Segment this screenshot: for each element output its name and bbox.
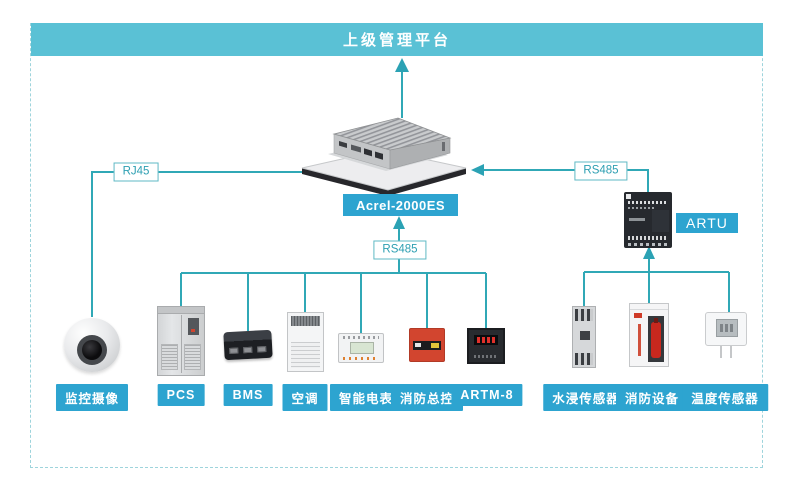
fire-cabinet-logo xyxy=(634,313,642,318)
artm-8-display xyxy=(474,335,498,345)
fire-equipment-device-image xyxy=(629,303,669,367)
management-platform-bar: 上级管理平台 xyxy=(31,23,763,56)
label-text: 消防设备 xyxy=(624,392,680,406)
device-label-water-leak-sensor: 水浸传感器 xyxy=(543,384,629,411)
artu-led-row xyxy=(628,207,656,209)
rs485-down-text: RS485 xyxy=(382,243,418,256)
device-label-fire-master-control: 消防总控 xyxy=(390,384,464,411)
artm-8-led-row xyxy=(474,355,498,358)
label-text: PCS xyxy=(166,388,196,402)
bms-port-icon xyxy=(257,346,267,353)
pcs-vent-right xyxy=(184,344,201,370)
pcs-device-image xyxy=(157,306,205,376)
meter-terminals-top xyxy=(343,336,379,339)
artu-corner-led xyxy=(626,194,631,199)
management-platform-title: 上级管理平台 xyxy=(342,32,451,49)
pcs-vent-left xyxy=(161,344,178,370)
rs485-right-text: RS485 xyxy=(583,164,619,177)
water-sensor-device-image xyxy=(572,306,596,368)
temp-sensor-probe xyxy=(720,346,722,358)
artu-terminal-row-bottom xyxy=(628,236,668,240)
link-label-rs485-down: RS485 xyxy=(373,240,427,260)
label-text: 温度传感器 xyxy=(691,392,759,406)
artm-8-device-image xyxy=(467,328,505,364)
ac-top-grille xyxy=(291,316,320,326)
camera-lens-icon xyxy=(82,340,102,360)
meter-terminals-bottom xyxy=(343,357,379,360)
bms-port-icon xyxy=(243,346,253,354)
temp-sensor-probe xyxy=(730,346,732,358)
water-sensor-body xyxy=(580,331,590,340)
label-text: 空调 xyxy=(291,392,319,406)
fire-control-device-image xyxy=(409,328,445,362)
label-text: BMS xyxy=(232,388,264,402)
device-label-artm-8: ARTM-8 xyxy=(451,384,523,406)
bms-port-icon xyxy=(229,347,239,354)
device-label-pcs: PCS xyxy=(157,384,205,406)
link-label-rj45: RJ45 xyxy=(113,162,159,182)
device-label-air-conditioner: 空调 xyxy=(282,384,328,411)
ac-bottom-vent xyxy=(291,342,320,368)
device-label-fire-equipment: 消防设备 xyxy=(615,384,689,411)
label-text: 监控摄像 xyxy=(64,392,120,406)
camera-device-image xyxy=(63,316,121,374)
fire-cabinet-top xyxy=(630,304,668,310)
water-sensor-terminals-bottom xyxy=(575,353,593,365)
device-label-temperature-sensor: 温度传感器 xyxy=(682,384,768,411)
artu-model-text xyxy=(629,218,645,221)
acrel-2000es-label: Acrel-2000ES xyxy=(343,194,458,216)
pcs-control-panel xyxy=(188,318,199,335)
label-text: 智能电表 xyxy=(338,392,394,406)
pcs-top-panel xyxy=(158,307,204,314)
label-text: 水浸传感器 xyxy=(552,392,620,406)
fire-control-display xyxy=(413,341,441,350)
fire-extinguisher-icon xyxy=(651,318,661,358)
label-text: ARTM-8 xyxy=(460,388,514,402)
artu-label-text: ARTU xyxy=(686,215,728,231)
rj45-text: RJ45 xyxy=(122,165,150,178)
artu-wiring-row xyxy=(628,243,668,246)
artu-side-block xyxy=(652,210,669,232)
device-label-camera: 监控摄像 xyxy=(55,384,129,411)
acrel-2000es-device-image xyxy=(301,117,467,196)
link-label-rs485-right: RS485 xyxy=(574,161,628,181)
artu-terminal-row-top xyxy=(628,201,668,204)
artu-label: ARTU xyxy=(676,213,738,233)
temperature-sensor-device-image xyxy=(703,312,749,360)
air-conditioner-device-image xyxy=(287,312,324,372)
temp-sensor-lcd xyxy=(716,319,738,337)
pcs-door-divider xyxy=(181,315,182,373)
fire-cabinet-text-strip xyxy=(638,324,641,356)
device-label-smart-meter: 智能电表 xyxy=(329,384,403,411)
acrel-2000es-label-text: Acrel-2000ES xyxy=(355,197,446,213)
label-text: 消防总控 xyxy=(399,392,455,406)
temp-sensor-housing xyxy=(705,312,747,346)
smart-meter-device-image xyxy=(338,333,384,363)
meter-lcd-screen xyxy=(350,342,374,354)
device-label-bms: BMS xyxy=(223,384,273,406)
water-sensor-terminals-top xyxy=(575,309,593,321)
artu-device-image xyxy=(624,192,672,248)
bms-device-image xyxy=(223,329,273,361)
